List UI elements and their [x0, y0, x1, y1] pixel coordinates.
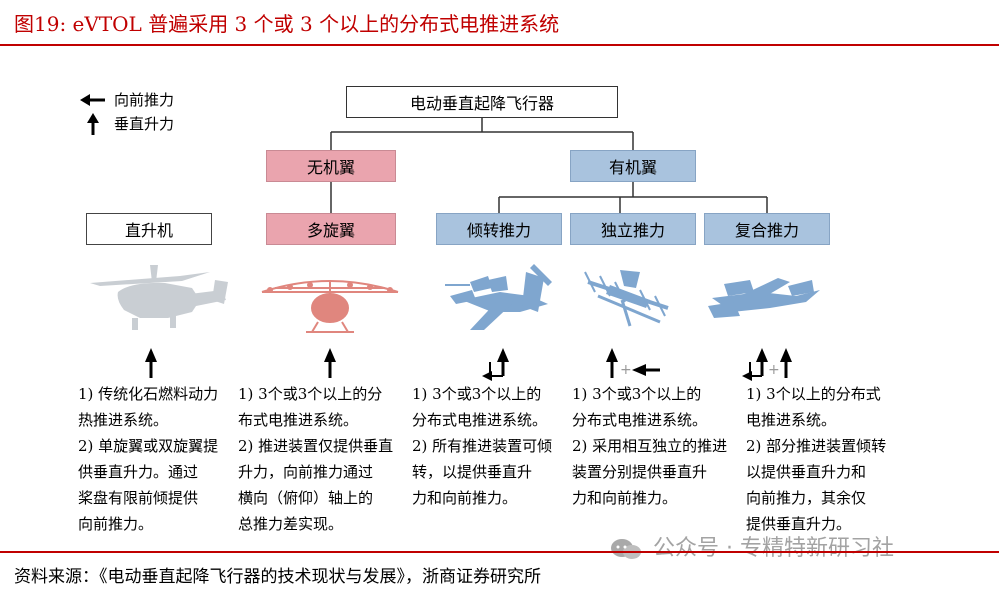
- thrust-arrows: + +: [145, 348, 792, 381]
- type-multirotor: 多旋翼: [266, 213, 396, 245]
- desc-line: 2) 推进装置仅提供垂直: [238, 437, 394, 455]
- compound-illustration: [708, 278, 820, 318]
- desc-line: 提供垂直升力。: [746, 515, 852, 533]
- svg-text:+: +: [768, 362, 780, 378]
- desc-compound: 1) 3个以上的分布式 电推进系统。 2) 部分推进装置倾转 以提供垂直升力和 …: [746, 381, 886, 537]
- desc-line: 总推力差实现。: [238, 515, 344, 533]
- desc-line: 向前推力。: [78, 515, 154, 533]
- category-no-wing: 无机翼: [266, 150, 396, 182]
- desc-line: 桨盘有限前倾提供: [78, 489, 199, 507]
- left-arrow-icon: [80, 94, 105, 106]
- desc-line: 2) 采用相互独立的推进: [572, 437, 728, 455]
- desc-multirotor: 1) 3个或3个以上的分 布式电推进系统。 2) 推进装置仅提供垂直 升力，向前…: [238, 381, 393, 537]
- legend-vertical-label: 垂直升力: [114, 115, 175, 133]
- tilt-illustration: [445, 264, 552, 330]
- legend-forward-label: 向前推力: [114, 91, 175, 109]
- desc-line: 分布式电推进系统。: [412, 411, 548, 429]
- source-rule: [0, 551, 999, 553]
- root-box: 电动垂直起降飞行器: [346, 86, 618, 118]
- up-arrow-icon: [87, 113, 99, 135]
- desc-line: 供垂直升力。通过: [78, 463, 199, 481]
- category-with-wing: 有机翼: [570, 150, 696, 182]
- svg-text:+: +: [620, 362, 632, 378]
- type-independent: 独立推力: [570, 213, 696, 245]
- desc-line: 1) 3个以上的分布式: [746, 385, 881, 403]
- desc-line: 1) 3个或3个以上的分: [238, 385, 383, 403]
- desc-line: 布式电推进系统。: [238, 411, 359, 429]
- type-tilt: 倾转推力: [436, 213, 562, 245]
- independent-thrust-arrow: +: [606, 348, 660, 378]
- desc-line: 向前推力，其余仅: [746, 489, 867, 507]
- type-helicopter: 直升机: [86, 213, 212, 245]
- desc-line: 2) 所有推进装置可倾: [412, 437, 553, 455]
- compound-thrust-arrow: +: [742, 348, 792, 381]
- watermark-text: 公众号 · 专精特新研习社: [653, 536, 894, 561]
- desc-line: 1) 传统化石燃料动力: [78, 385, 219, 403]
- desc-line: 1) 3个或3个以上的: [572, 385, 702, 403]
- watermark: 公众号 · 专精特新研习社: [610, 530, 894, 562]
- helicopter-illustration: [90, 265, 228, 330]
- desc-line: 装置分别提供垂直升: [572, 463, 708, 481]
- helicopter-thrust-arrow: [145, 348, 157, 378]
- desc-line: 以提供垂直升力和: [746, 463, 867, 481]
- desc-line: 横向（俯仰）轴上的: [238, 489, 374, 507]
- desc-tilt: 1) 3个或3个以上的 分布式电推进系统。 2) 所有推进装置可倾 转，以提供垂…: [412, 381, 552, 511]
- independent-illustration: [584, 270, 669, 327]
- desc-line: 分布式电推进系统。: [572, 411, 708, 429]
- desc-independent: 1) 3个或3个以上的 分布式电推进系统。 2) 采用相互独立的推进 装置分别提…: [572, 381, 727, 511]
- type-compound: 复合推力: [704, 213, 830, 245]
- tilt-thrust-arrow: [482, 348, 509, 381]
- desc-line: 力和向前推力。: [412, 489, 518, 507]
- wechat-icon: [611, 539, 641, 559]
- desc-line: 2) 部分推进装置倾转: [746, 437, 887, 455]
- figure-title: 图19: eVTOL 普遍采用 3 个或 3 个以上的分布式电推进系统: [14, 12, 560, 36]
- legend: 向前推力 垂直升力: [80, 88, 174, 136]
- title-rule: [0, 44, 999, 46]
- desc-helicopter: 1) 传统化石燃料动力 热推进系统。 2) 单旋翼或双旋翼提 供垂直升力。通过 …: [78, 381, 218, 537]
- desc-line: 电推进系统。: [746, 411, 837, 429]
- desc-line: 1) 3个或3个以上的: [412, 385, 542, 403]
- multirotor-illustration: [261, 280, 399, 333]
- desc-line: 热推进系统。: [78, 411, 169, 429]
- multirotor-thrust-arrow: [324, 348, 336, 378]
- desc-line: 升力，向前推力通过: [238, 463, 374, 481]
- legend-vertical: 垂直升力: [80, 112, 174, 136]
- desc-line: 转，以提供垂直升: [412, 463, 533, 481]
- source-note: 资料来源：《电动垂直起降飞行器的技术现状与发展》，浙商证券研究所: [14, 567, 541, 587]
- desc-line: 2) 单旋翼或双旋翼提: [78, 437, 219, 455]
- desc-line: 力和向前推力。: [572, 489, 678, 507]
- legend-forward: 向前推力: [80, 88, 174, 112]
